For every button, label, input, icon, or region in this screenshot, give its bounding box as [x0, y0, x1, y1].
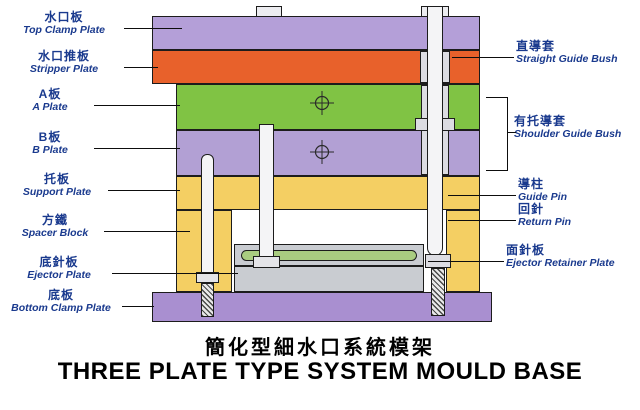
leader-stripper-plate [124, 67, 158, 68]
leader-ejector-plate [112, 273, 238, 274]
ejector-plate [234, 266, 424, 292]
leader-bottom-clamp-plate [122, 306, 154, 307]
leader-straight-guide-bush [452, 57, 514, 58]
leader-spacer-block [104, 231, 190, 232]
leader-shoulder-guide-bush [508, 132, 516, 133]
label-support-plate-en: Support Plate [22, 186, 92, 199]
bracket-shoulder-guide-bush [486, 97, 508, 171]
label-return-pin-cn: 回針 [518, 202, 545, 216]
label-ejector-retainer-plate-en: Ejector Retainer Plate [506, 257, 615, 270]
label-shoulder-guide-bush-en: Shoulder Guide Bush [514, 128, 622, 141]
label-ejector-plate: 底針板 Ejector Plate [8, 255, 110, 282]
label-top-clamp-plate: 水口板 Top Clamp Plate [8, 10, 120, 37]
label-return-pin-en: Return Pin [518, 216, 572, 229]
leader-b-plate [94, 148, 180, 149]
label-a-plate-en: A Plate [32, 101, 68, 114]
label-ejector-retainer-plate: 面針板 Ejector Retainer Plate [506, 243, 640, 270]
label-b-plate-cn: B板 [38, 130, 62, 144]
label-guide-pin-en: Guide Pin [518, 191, 568, 204]
guide-pin [427, 6, 443, 256]
label-top-clamp-plate-cn: 水口板 [44, 10, 84, 24]
label-support-plate: 托板 Support Plate [8, 172, 106, 199]
label-b-plate: B板 B Plate [8, 130, 92, 157]
leader-top-clamp-plate [124, 28, 182, 29]
label-spacer-block-en: Spacer Block [21, 227, 89, 240]
label-shoulder-guide-bush-cn: 有托導套 [514, 114, 567, 128]
label-b-plate-en: B Plate [32, 144, 68, 157]
label-straight-guide-bush: 直導套 Straight Guide Bush [516, 39, 638, 66]
label-straight-guide-bush-en: Straight Guide Bush [516, 53, 618, 66]
leader-return-pin [448, 220, 516, 221]
label-guide-pin: 導柱 Guide Pin [518, 177, 628, 204]
label-bottom-clamp-plate-en: Bottom Clamp Plate [11, 302, 111, 315]
label-return-pin: 回針 Return Pin [518, 202, 628, 229]
leader-support-plate [108, 190, 180, 191]
label-top-clamp-plate-en: Top Clamp Plate [23, 24, 105, 37]
leader-ejector-retainer-plate [428, 261, 504, 262]
label-shoulder-guide-bush: 有托導套 Shoulder Guide Bush [514, 114, 638, 141]
label-ejector-plate-cn: 底針板 [39, 255, 79, 269]
label-stripper-plate: 水口推板 Stripper Plate [8, 49, 120, 76]
diagram-title-english: THREE PLATE TYPE SYSTEM MOULD BASE [57, 358, 583, 385]
top-clamp-plate [152, 16, 480, 50]
label-ejector-plate-en: Ejector Plate [27, 269, 91, 282]
label-spacer-block-cn: 方鐵 [41, 213, 68, 227]
label-a-plate-cn: A板 [38, 87, 62, 101]
return-pin-head [196, 272, 219, 283]
label-bottom-clamp-plate-cn: 底板 [47, 288, 74, 302]
leader-guide-pin [448, 195, 516, 196]
label-a-plate: A板 A Plate [8, 87, 92, 114]
label-straight-guide-bush-cn: 直導套 [516, 39, 556, 53]
return-pin [201, 154, 214, 274]
spacer-block-right [446, 210, 480, 292]
center-pin-head [253, 256, 280, 268]
center-pin [259, 124, 274, 262]
return-pin-thread [201, 283, 214, 317]
label-bottom-clamp-plate: 底板 Bottom Clamp Plate [2, 288, 120, 315]
stop-screw-thread [431, 268, 445, 316]
label-ejector-retainer-plate-cn: 面針板 [506, 243, 546, 257]
label-support-plate-cn: 托板 [43, 172, 70, 186]
leader-a-plate [94, 105, 180, 106]
label-spacer-block: 方鐵 Spacer Block [8, 213, 102, 240]
label-stripper-plate-cn: 水口推板 [37, 49, 90, 63]
label-guide-pin-cn: 導柱 [518, 177, 545, 191]
diagram-title-chinese: 簡化型細水口系統模架 [205, 337, 435, 359]
label-stripper-plate-en: Stripper Plate [29, 63, 99, 76]
retainer-strip [241, 250, 417, 261]
crosshair-icon-a-plate [310, 91, 334, 115]
sprue-bush-head [256, 6, 282, 17]
crosshair-icon-b-plate [310, 140, 334, 164]
